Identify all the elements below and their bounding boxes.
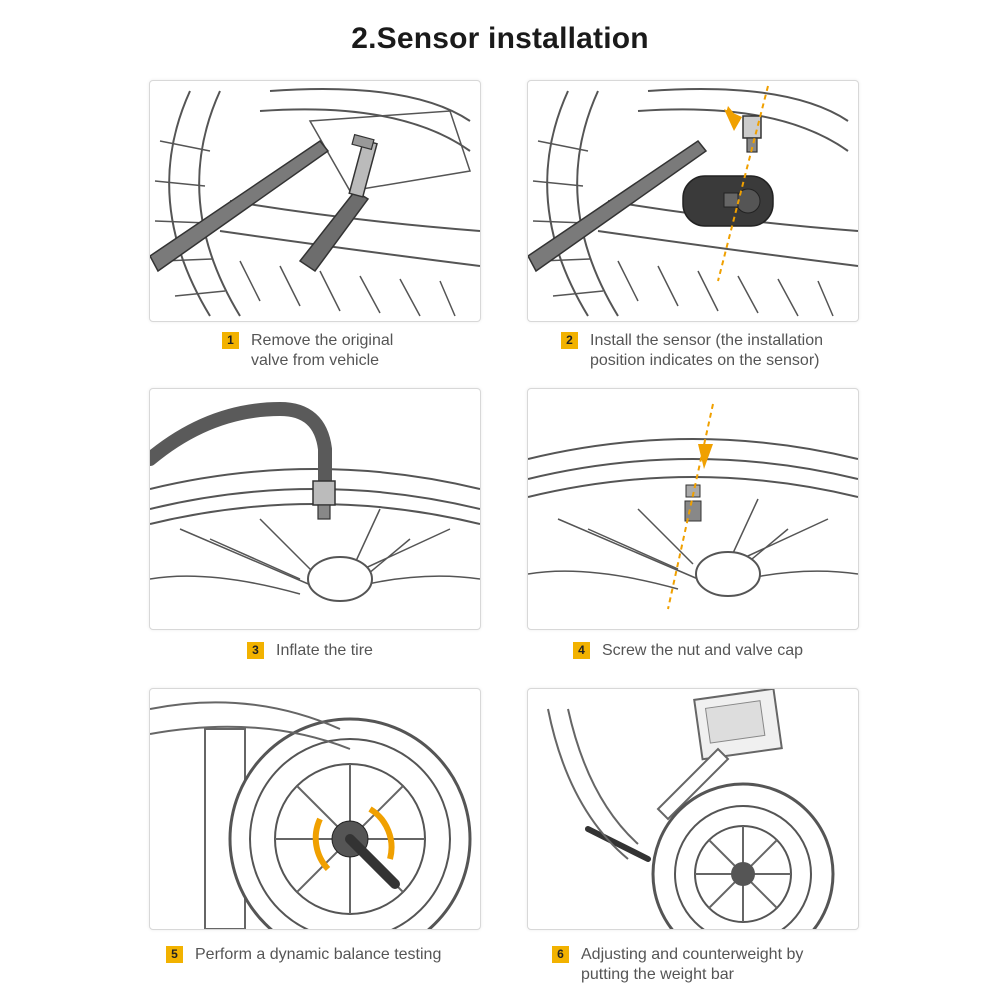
step-6-illustration bbox=[527, 688, 859, 930]
step-3-number: 3 bbox=[247, 642, 264, 659]
step-6-caption: 6 Adjusting and counterweight by putting… bbox=[552, 945, 803, 985]
step-3-text: Inflate the tire bbox=[276, 642, 373, 659]
step-5-text: Perform a dynamic balance testing bbox=[195, 946, 442, 963]
step-5-number: 5 bbox=[166, 946, 183, 963]
step-1-illustration bbox=[149, 80, 481, 322]
page-title: 2.Sensor installation bbox=[351, 22, 649, 55]
step-6-number: 6 bbox=[552, 946, 569, 963]
step-2-number: 2 bbox=[561, 332, 578, 349]
step-2-illustration bbox=[527, 80, 859, 322]
step-3-caption: 3 Inflate the tire bbox=[247, 641, 373, 661]
step-2-caption: 2 Install the sensor (the installation p… bbox=[561, 331, 823, 371]
step-5-caption: 5 Perform a dynamic balance testing bbox=[166, 945, 441, 965]
step-6-text: Adjusting and counterweight by putting t… bbox=[581, 946, 804, 983]
step-1-text: Remove the original valve from vehicle bbox=[251, 332, 394, 369]
step-2-text: Install the sensor (the installation pos… bbox=[590, 332, 824, 369]
step-4-number: 4 bbox=[573, 642, 590, 659]
step-1-caption: 1 Remove the original valve from vehicle bbox=[222, 331, 393, 371]
step-4-text: Screw the nut and valve cap bbox=[602, 642, 804, 659]
step-5-illustration bbox=[149, 688, 481, 930]
step-3-illustration bbox=[149, 388, 481, 630]
step-1-number: 1 bbox=[222, 332, 239, 349]
step-4-illustration bbox=[527, 388, 859, 630]
step-4-caption: 4 Screw the nut and valve cap bbox=[573, 641, 803, 661]
